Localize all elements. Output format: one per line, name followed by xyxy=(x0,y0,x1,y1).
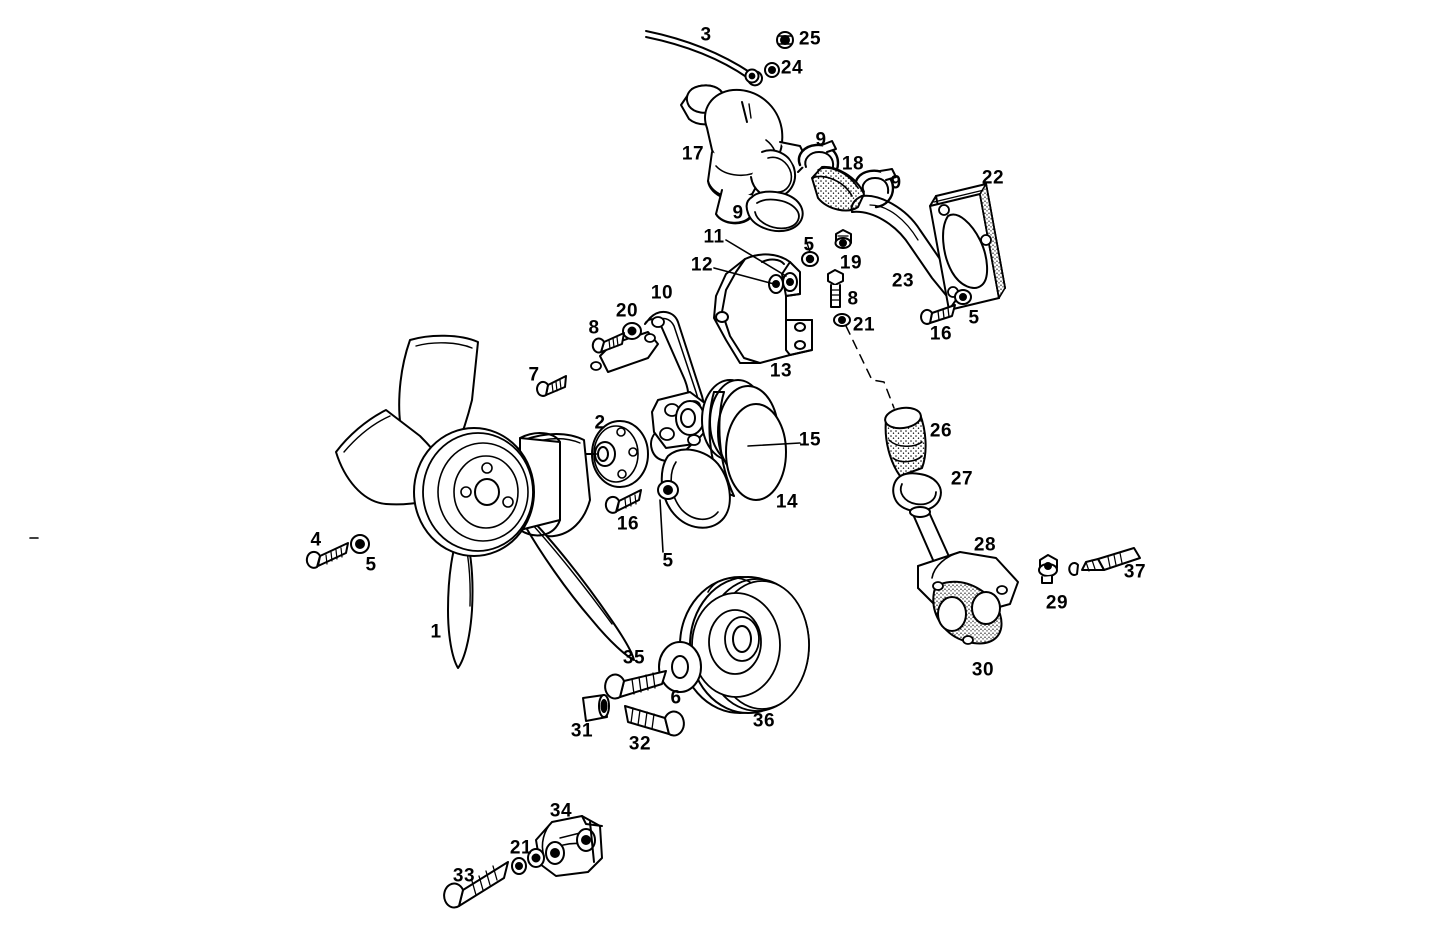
part-callout-5: 5 xyxy=(968,307,980,329)
part-callout-20: 20 xyxy=(615,300,639,322)
part-callout-13: 13 xyxy=(769,360,793,382)
part-callout-11: 11 xyxy=(703,226,725,248)
part-callout-9: 9 xyxy=(890,172,902,194)
part-callout-7: 7 xyxy=(528,364,540,386)
part-callout-19: 19 xyxy=(839,252,863,274)
part-callout-14: 14 xyxy=(775,491,799,513)
part-callout-26: 26 xyxy=(929,420,953,442)
part-callout-22: 22 xyxy=(981,167,1005,189)
part-callout-8: 8 xyxy=(847,288,859,310)
part-callout-34: 34 xyxy=(549,800,573,822)
part-callout-27: 27 xyxy=(950,468,974,490)
part-callout-5: 5 xyxy=(662,550,674,572)
part-callout-33: 33 xyxy=(452,865,476,887)
part-callout-30: 30 xyxy=(971,659,995,681)
part-callout-12: 12 xyxy=(690,254,714,276)
part-callout-9: 9 xyxy=(732,202,744,224)
part-callout-9: 9 xyxy=(815,129,827,151)
part-callout-5: 5 xyxy=(803,234,815,256)
part-callout-29: 29 xyxy=(1045,592,1069,614)
part-callout-25: 25 xyxy=(798,28,822,50)
part-callout-32: 32 xyxy=(628,733,652,755)
part-callout-16: 16 xyxy=(929,323,953,345)
part-callout-5: 5 xyxy=(365,554,377,576)
part-callout-16: 16 xyxy=(616,513,640,535)
part-callout-23: 23 xyxy=(891,270,915,292)
part-callout-1: 1 xyxy=(430,621,442,643)
part-callout-10: 10 xyxy=(650,282,674,304)
part-callout-6: 6 xyxy=(670,687,682,709)
part-callout-31: 31 xyxy=(570,720,594,742)
part-callout-37: 37 xyxy=(1123,561,1147,583)
part-callout-21: 21 xyxy=(509,837,533,859)
part-callout-21: 21 xyxy=(852,314,876,336)
part-callout-28: 28 xyxy=(973,534,997,556)
part-callout-2: 2 xyxy=(594,412,606,434)
part-callout-18: 18 xyxy=(841,153,865,175)
part-callout-15: 15 xyxy=(798,429,822,451)
part-callout-17: 17 xyxy=(681,143,705,165)
part-callout-35: 35 xyxy=(622,647,646,669)
part-callout-3: 3 xyxy=(700,24,712,46)
part-callout-8: 8 xyxy=(588,317,600,339)
part-callout-24: 24 xyxy=(780,57,804,79)
part-callout-36: 36 xyxy=(752,710,776,732)
part-callout-4: 4 xyxy=(310,529,322,551)
